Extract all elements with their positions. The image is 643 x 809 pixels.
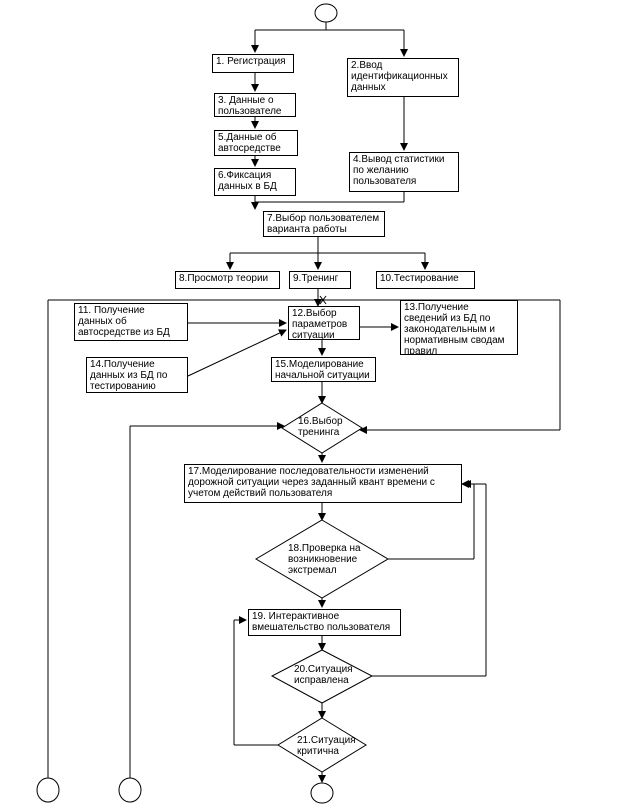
decision-16-shape — [281, 402, 363, 454]
process-3-user-data: 3. Данные о пользователе — [214, 93, 296, 117]
process-13-legal-db: 13.Получение сведений из БД по законодат… — [400, 300, 518, 355]
decision-16-label: 16.Выбор тренинга — [298, 416, 343, 438]
decision-18-shape — [255, 519, 389, 599]
decision-21-label: 21.Ситуация критична — [297, 735, 356, 757]
decision-20-label: 20.Ситуация исправлена — [294, 664, 353, 686]
connector-lines — [47, 22, 561, 783]
end-terminator — [310, 782, 334, 804]
decision-21-shape — [277, 717, 367, 773]
process-12-situation-params: 12.Выбор параметров ситуации — [288, 306, 360, 340]
process-10-testing: 10.Тестирование — [376, 271, 475, 289]
decision-20-shape — [270, 649, 374, 704]
process-8-view-theory: 8.Просмотр теории — [175, 271, 280, 289]
decision-18-label: 18.Проверка на возникновение экстремал — [288, 543, 361, 576]
start-terminator — [314, 3, 338, 23]
process-11-vehicle-db: 11. Получение данных об автосредстве из … — [74, 303, 188, 341]
process-17-modeling-sequence: 17.Моделирование последовательности изме… — [184, 464, 462, 503]
process-7-choose-mode: 7.Выбор пользователем варианта работы — [263, 211, 385, 237]
process-15-initial-situation: 15.Моделирование начальной ситуации — [271, 357, 376, 382]
process-4-statistics-output: 4.Вывод статистики по желанию пользовате… — [349, 152, 459, 192]
process-1-registration: 1. Регистрация — [212, 54, 294, 73]
process-14-testing-db: 14.Получение данных из БД по тестировани… — [86, 357, 188, 393]
process-6-save-to-db: 6.Фиксация данных в БД — [214, 168, 296, 196]
connector-circle-left — [36, 777, 60, 803]
process-2-enter-credentials: 2.Ввод идентификационных данных — [347, 58, 459, 97]
process-9-training: 9.Тренинг — [289, 271, 351, 289]
process-19-user-intervention: 19. Интерактивное вмешательство пользова… — [248, 609, 401, 636]
process-5-vehicle-data: 5.Данные об автосредстве — [214, 130, 298, 156]
connector-circle-middle — [118, 777, 142, 803]
